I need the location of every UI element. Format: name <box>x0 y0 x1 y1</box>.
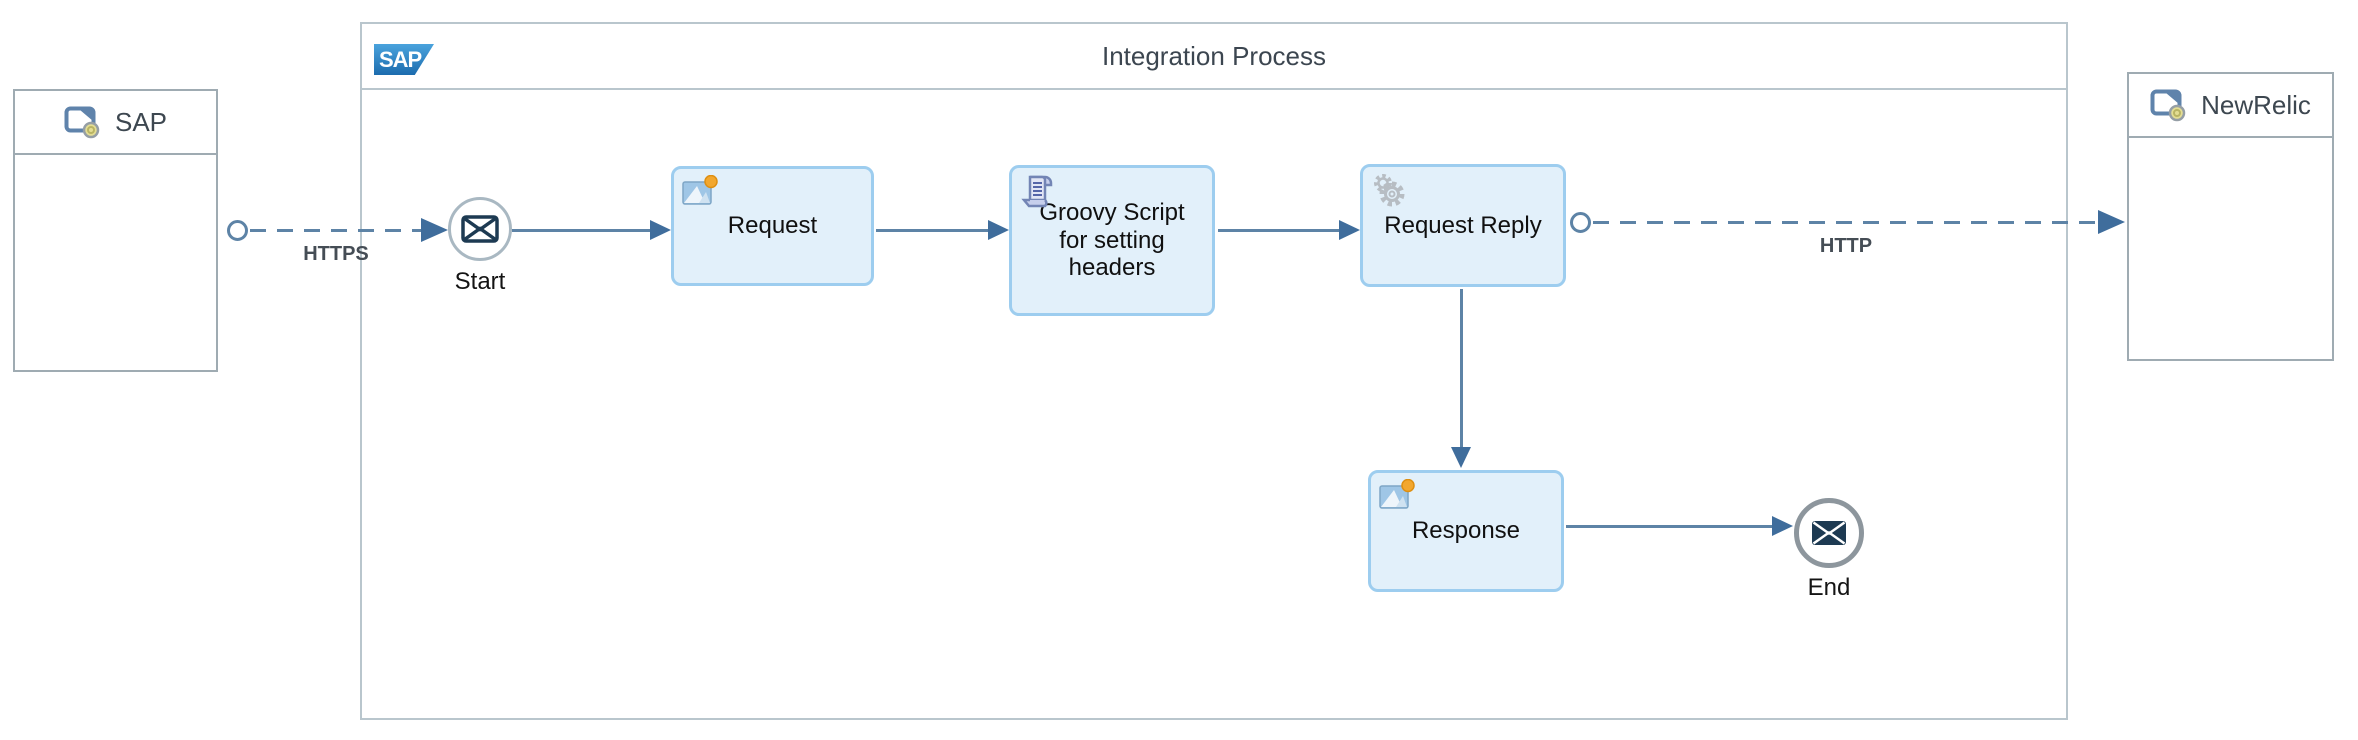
system-icon <box>2150 89 2188 122</box>
https-label: HTTPS <box>303 243 369 265</box>
start-event-label: Start <box>454 268 506 295</box>
participant-newrelic-header: NewRelic <box>2129 74 2332 138</box>
message-flow-http-arrowhead-icon <box>2098 210 2125 234</box>
task-request-reply-label: Request Reply <box>1384 211 1542 239</box>
sequence-flow-requestreply-response[interactable] <box>1460 289 1463 447</box>
message-flow-https[interactable] <box>250 229 422 232</box>
message-flow-http[interactable] <box>1593 221 2097 224</box>
envelope-icon <box>461 215 499 243</box>
pool-title: Integration Process <box>1101 40 1326 71</box>
picture-icon <box>682 175 718 206</box>
message-flow-source-port[interactable] <box>227 220 248 241</box>
system-icon <box>64 106 102 139</box>
http-label: HTTP <box>1819 235 1873 257</box>
arrowhead-icon <box>1451 447 1471 468</box>
arrowhead-icon <box>1339 220 1360 240</box>
sequence-flow-request-groovy[interactable] <box>876 229 988 232</box>
participant-newrelic[interactable]: NewRelic <box>2127 72 2334 361</box>
participant-newrelic-label: NewRelic <box>2201 89 2311 120</box>
participant-sap-label: SAP <box>114 106 168 137</box>
end-event-label: End <box>1807 574 1851 601</box>
task-request[interactable]: Request <box>671 166 874 286</box>
envelope-icon <box>1811 520 1847 546</box>
sequence-flow-response-end[interactable] <box>1566 525 1772 528</box>
sap-logo: SAP <box>374 44 434 75</box>
task-groovy-script-label: Groovy Script for setting headers <box>1039 198 1185 282</box>
participant-sap[interactable]: SAP <box>13 89 218 372</box>
arrowhead-icon <box>1772 516 1793 536</box>
start-event[interactable] <box>448 197 512 261</box>
picture-icon <box>1379 479 1415 510</box>
task-response-label: Response <box>1411 517 1521 545</box>
arrowhead-icon <box>988 220 1009 240</box>
integration-process-pool[interactable]: SAP Integration Process <box>360 22 2068 720</box>
arrowhead-icon <box>650 220 671 240</box>
participant-sap-header: SAP <box>15 91 216 155</box>
sequence-flow-groovy-requestreply[interactable] <box>1218 229 1339 232</box>
task-response[interactable]: Response <box>1368 470 1564 592</box>
script-scroll-icon <box>1020 174 1054 209</box>
pool-header: SAP Integration Process <box>362 24 2066 90</box>
gears-icon <box>1371 173 1407 209</box>
task-request-label: Request <box>727 212 818 240</box>
sequence-flow-start-request[interactable] <box>512 229 650 232</box>
task-request-reply[interactable]: Request Reply <box>1360 164 1566 287</box>
task-groovy-script[interactable]: Groovy Script for setting headers <box>1009 165 1215 316</box>
message-flow-source-port[interactable] <box>1570 212 1591 233</box>
end-event[interactable] <box>1794 498 1864 568</box>
message-flow-https-arrowhead-icon <box>421 218 448 242</box>
